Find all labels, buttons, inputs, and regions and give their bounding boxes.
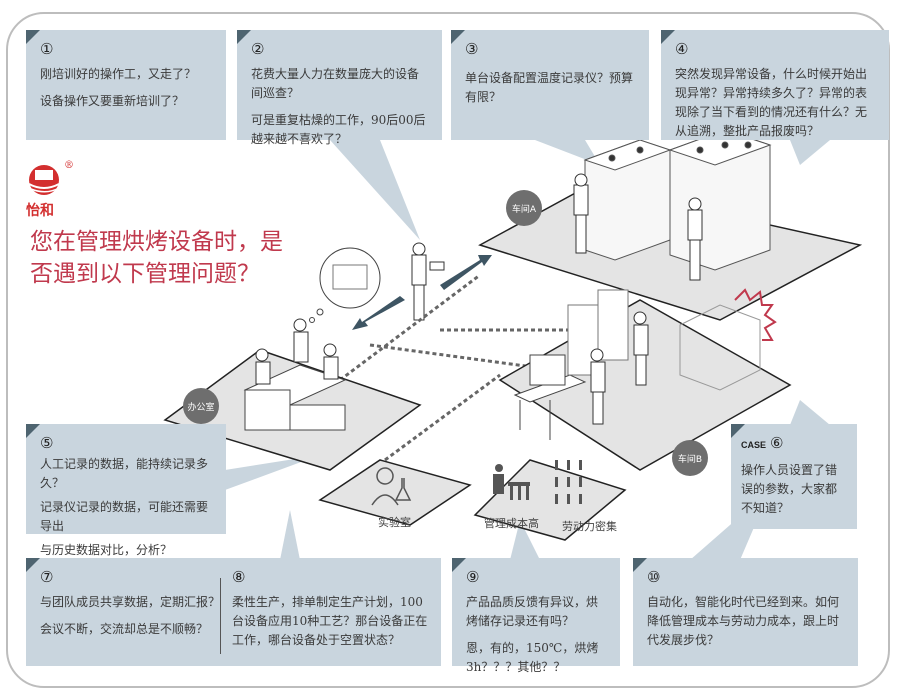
panel-number: ⑤	[40, 434, 54, 452]
case-label: CASE	[741, 440, 767, 450]
oven-unit-a1	[583, 139, 672, 261]
headline: 您在管理烘烤设备时，是否遇到以下管理问题？	[30, 229, 283, 287]
worker-figure-a2	[687, 197, 703, 281]
panel-text: 柔性生产，排单制定生产计划，100台设备应用10种工艺？那台设备正在工作，哪台设…	[232, 595, 428, 647]
panel-corner	[452, 558, 466, 572]
panel-number: ⑧	[232, 568, 246, 586]
panel-3-tail	[535, 140, 600, 165]
brand-logo: ® 怡和	[26, 160, 86, 220]
panel-corner	[451, 30, 465, 44]
panel-divider	[220, 578, 221, 654]
panel-7-8-strip: ⑦ 与团队成员共享数据，定期汇报？ 会议不断，交流却总是不顺畅？ ⑧ 柔性生产，…	[26, 558, 441, 666]
dotted-link-office-a	[339, 273, 481, 382]
office-workers	[255, 318, 339, 385]
panel-text: 刚培训好的操作工，又走了？	[40, 67, 197, 81]
rounded-frame	[6, 12, 890, 688]
panel-number: ③	[465, 40, 479, 58]
panel-7: ⑦ 与团队成员共享数据，定期汇报？ 会议不断，交流却总是不顺畅？	[40, 566, 220, 647]
panel-number: ⑨	[466, 568, 480, 586]
panel-text: 人工记录的数据，能持续记录多久？	[40, 457, 209, 490]
cabinets-b	[567, 289, 629, 376]
panel-4: ④ 突然发现异常设备，什么时候开始出现异常？异常持续多久了？异常的表现除了当下看…	[661, 30, 889, 140]
panel-9: ⑨ 产品品质反馈有异议，烘烤储存记录还有吗？ 恩，有的，150℃，烘烤3h？？？…	[452, 558, 620, 674]
manager-icon	[493, 464, 530, 500]
panel-text: 单台设备配置温度记录仪？预算有限？	[465, 71, 634, 104]
faulty-oven	[679, 304, 761, 391]
arrow-to-workshop-a	[440, 255, 492, 290]
worker-figure-b1	[633, 311, 649, 386]
management-floor	[473, 459, 627, 541]
panel-corner	[731, 424, 745, 438]
oven-unit-a2	[668, 129, 772, 271]
panel-corner	[237, 30, 251, 44]
dotted-link-lab-b	[384, 373, 501, 462]
panel-9-tail	[510, 520, 540, 560]
panel-text: 花费大量人力在数量庞大的设备间巡查？	[251, 67, 420, 100]
brand-logo-icon	[28, 165, 60, 195]
panel-corner	[26, 424, 40, 438]
office-desks	[243, 364, 347, 431]
panel-number: ④	[675, 40, 689, 58]
zone-badge-workshop-b: 车间B	[672, 440, 708, 476]
panel-number: ⑦	[40, 568, 54, 586]
panel-number: ①	[40, 40, 54, 58]
panel-2: ② 花费大量人力在数量庞大的设备间巡查？ 可是重复枯燥的工作，90后00后越来越…	[237, 30, 442, 146]
panel-2-tail	[330, 140, 420, 240]
panel-3: ③ 单台设备配置温度记录仪？预算有限？	[451, 30, 649, 140]
lab-table	[513, 354, 587, 440]
labor-crowd-icon	[555, 460, 582, 504]
panel-text: 突然发现异常设备，什么时候开始出现异常？异常持续多久了？异常的表现除了当下看到的…	[675, 67, 868, 138]
panel-8-tail	[280, 510, 300, 560]
panel-number: ⑥	[770, 434, 784, 452]
worker-figure-a1	[573, 173, 589, 254]
zone-badge-office: 办公室	[183, 388, 219, 424]
panel-corner	[26, 30, 40, 44]
panel-5: ⑤ 人工记录的数据，能持续记录多久？ 记录仪记录的数据，可能还需要导出 与历史数…	[26, 424, 226, 557]
panel-text: 可是重复枯燥的工作，90后00后越来越不喜欢了？	[251, 113, 426, 146]
panel-text: 产品品质反馈有异议，烘烤储存记录还有吗？	[466, 595, 599, 628]
panel-text: 自动化，智能化时代已经到来。如何降低管理成本与劳动力成本，跟上时代发展步伐？	[647, 595, 840, 647]
panel-8: ⑧ 柔性生产，排单制定生产计划，100台设备应用10种工艺？那台设备正在工作，哪…	[232, 566, 432, 658]
labor-intensive-label: 劳动力密集	[562, 520, 617, 533]
panel-1: ① 刚培训好的操作工，又走了？ 设备操作又要重新培训了？	[26, 30, 226, 140]
brand-name: 怡和	[26, 203, 54, 219]
panel-corner	[633, 558, 647, 572]
arrow-to-office	[352, 296, 405, 330]
panel-text: 操作人员设置了错误的参数，大家都不知道？	[741, 463, 838, 515]
panel-text: 设备操作又要重新培训了？	[40, 94, 185, 108]
panel-10: ⑩ 自动化，智能化时代已经到来。如何降低管理成本与劳动力成本，跟上时代发展步伐？	[633, 558, 858, 666]
inspector-figure	[411, 242, 445, 321]
scientist-icon	[371, 467, 412, 506]
panel-text: 与历史数据对比，分析？	[40, 543, 173, 557]
registered-mark: ®	[64, 160, 74, 171]
panel-4-tail	[790, 140, 830, 165]
panel-5-tail	[225, 455, 320, 490]
alert-burst-icon	[734, 288, 777, 341]
management-cost-label: 管理成本高	[484, 517, 539, 530]
panel-text: 记录仪记录的数据，可能还需要导出	[40, 500, 209, 533]
panel-corner	[26, 558, 40, 572]
panel-6-tail	[790, 400, 830, 425]
panel-number: ⑩	[647, 568, 661, 586]
lab-label: 实验室	[378, 516, 411, 529]
lab-floor	[318, 459, 472, 526]
panel-number: ②	[251, 40, 265, 58]
zone-badge-workshop-a: 车间A	[506, 190, 542, 226]
panel-text: 与团队成员共享数据，定期汇报？	[40, 595, 221, 609]
worker-figure-b2	[590, 348, 606, 425]
thought-bubble	[319, 247, 381, 309]
panel-text: 恩，有的，150℃，烘烤3h？？？其他？？	[466, 641, 599, 674]
panel-text: 会议不断，交流却总是不顺畅？	[40, 622, 209, 636]
panel-corner	[661, 30, 675, 44]
